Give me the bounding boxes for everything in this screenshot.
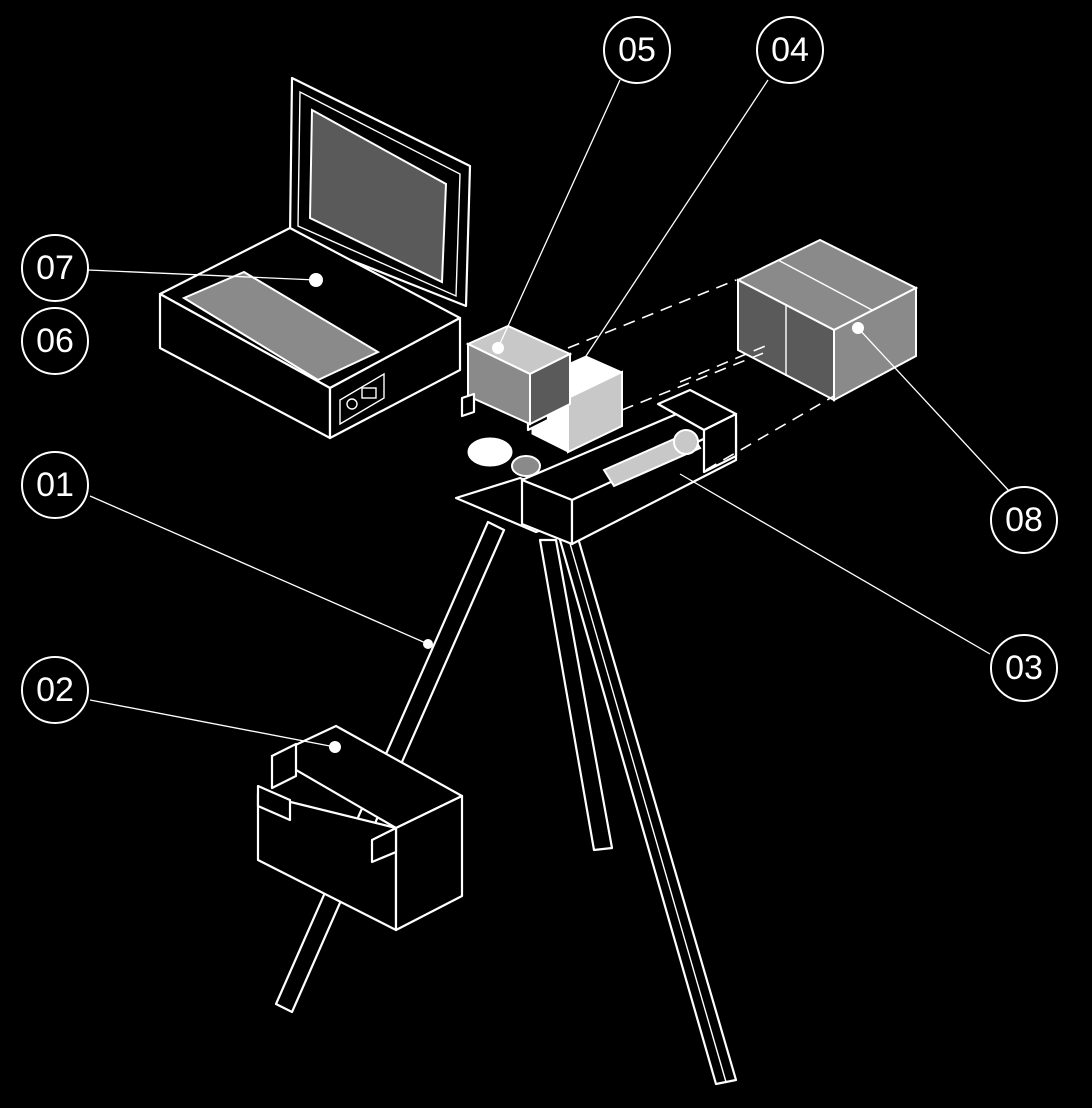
callout-02: 02 (21, 656, 89, 724)
callout-01: 01 (21, 451, 89, 519)
callout-circle (603, 16, 671, 84)
callout-circle (990, 634, 1058, 702)
callout-06: 06 (21, 307, 89, 375)
alignment-line (621, 351, 767, 411)
alignment-line (679, 343, 771, 383)
callout-circle (21, 656, 89, 724)
port-icon (361, 387, 377, 399)
callout-circle (21, 234, 89, 302)
battery-terminal-left-block (256, 784, 292, 822)
leader-02 (89, 699, 336, 748)
battery-side (394, 794, 464, 932)
leader-07 (87, 269, 317, 281)
laptop-lid-bezel (297, 90, 461, 298)
callout-04: 04 (756, 16, 824, 84)
alignment-lines (567, 279, 835, 471)
port-icon (346, 398, 358, 410)
cube-foot (460, 392, 476, 418)
camera-side (567, 370, 623, 454)
rail-knob (673, 429, 699, 455)
callout-07: 07 (21, 234, 89, 302)
battery-terminal-right (370, 826, 398, 864)
cube-side (529, 352, 571, 426)
laptop-port-panel (339, 372, 385, 426)
callout-label: 06 (36, 322, 74, 360)
callout-label: 08 (1005, 501, 1043, 539)
battery (256, 724, 464, 932)
callout-circle (756, 16, 824, 84)
leader-lines (87, 79, 1011, 748)
battery-terminal-left (270, 742, 298, 790)
alignment-line (705, 395, 835, 471)
callout-label: 01 (36, 466, 74, 504)
laptop-screen (308, 108, 448, 284)
leader-08 (857, 327, 1011, 493)
mount-knob (467, 437, 513, 467)
callout-05: 05 (603, 16, 671, 84)
callout-circle (990, 486, 1058, 554)
callout-label: 07 (36, 249, 74, 287)
leader-05 (497, 79, 621, 349)
callout-circle (21, 307, 89, 375)
leader-03 (679, 473, 991, 655)
leader-01 (89, 495, 429, 645)
laptop-case (158, 76, 472, 440)
callout-label: 04 (771, 31, 809, 69)
cube-module (460, 324, 573, 426)
lightbox-side (833, 286, 917, 402)
lightbox-seam (777, 259, 873, 311)
callout-circle (21, 451, 89, 519)
callout-label: 05 (618, 31, 656, 69)
leader-04 (585, 79, 769, 357)
callout-03: 03 (990, 634, 1058, 702)
mount-knob (511, 455, 541, 477)
laptop-base-side (328, 316, 462, 440)
light-box (735, 238, 919, 402)
tripod-leg-back (538, 538, 614, 852)
callout-label: 02 (36, 671, 74, 709)
tripod-leg-right-seam (568, 539, 727, 1083)
alignment-line (567, 279, 737, 349)
callout-label: 03 (1005, 649, 1043, 687)
rail-mount (520, 388, 738, 546)
callout-08: 08 (990, 486, 1058, 554)
laptop-keyboard (181, 270, 381, 382)
